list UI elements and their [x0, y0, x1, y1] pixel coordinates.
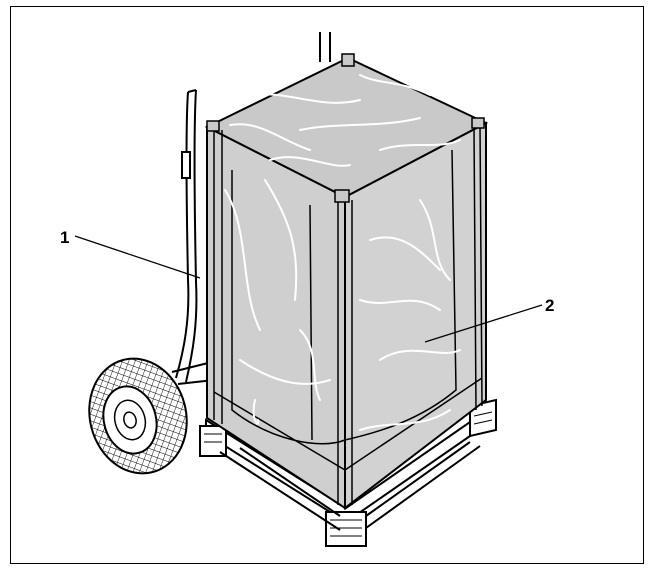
callout-2-leader — [424, 304, 543, 343]
callout-1-label: 1 — [60, 228, 70, 247]
callout-2-label: 2 — [545, 296, 555, 315]
hand-truck-frame — [175, 32, 331, 383]
wheel — [88, 357, 215, 475]
wrapped-packaged-unit — [204, 53, 489, 511]
callout-1-leader — [74, 235, 201, 279]
